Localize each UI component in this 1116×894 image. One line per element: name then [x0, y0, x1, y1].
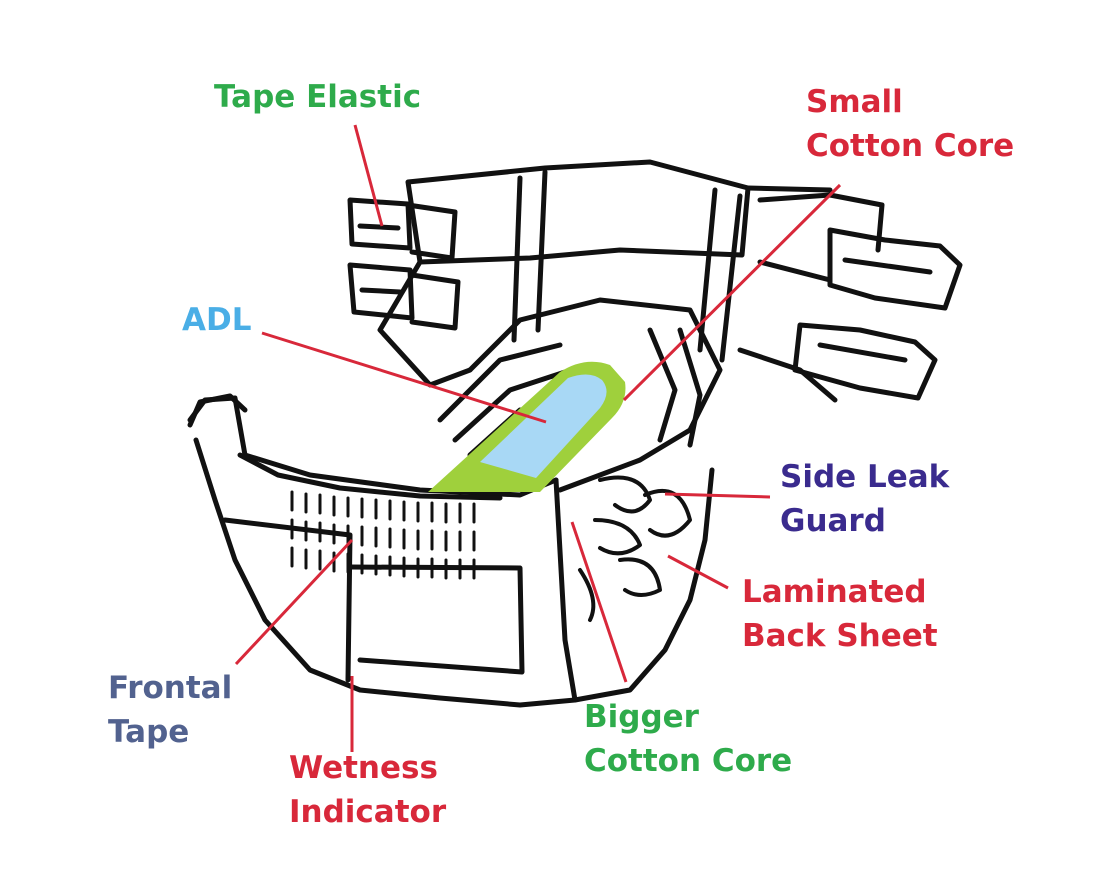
leader-small-cotton-core [622, 183, 842, 402]
adl-pad [428, 361, 626, 492]
label-wetness-indicator: Wetness Indicator [289, 750, 447, 830]
side-leak-guard-folds [578, 475, 692, 622]
leader-adl [261, 331, 547, 424]
label-bigger-cotton-core: Bigger Cotton Core [584, 699, 793, 779]
label-laminated-back-sheet: Laminated Back Sheet [742, 574, 938, 654]
leader-bigger-cotton-core [570, 521, 628, 683]
leader-side-leak-guard [664, 492, 771, 499]
leader-laminated-back-sheet [667, 554, 729, 590]
leader-tape-elastic [353, 124, 384, 227]
leader-frontal-tape [234, 538, 354, 666]
label-tape-elastic: Tape Elastic [214, 79, 422, 115]
label-frontal-tape: Frontal Tape [108, 670, 233, 750]
wetness-indicator-marks [290, 490, 476, 580]
back-waistband [405, 159, 751, 265]
label-side-leak-guard: Side Leak Guard [780, 459, 950, 539]
tape-elastic-left [347, 197, 461, 331]
core-channel [467, 297, 723, 493]
label-adl: ADL [182, 302, 252, 338]
leader-lines [234, 124, 842, 752]
label-small-cotton-core: Small Cotton Core [806, 84, 1015, 164]
